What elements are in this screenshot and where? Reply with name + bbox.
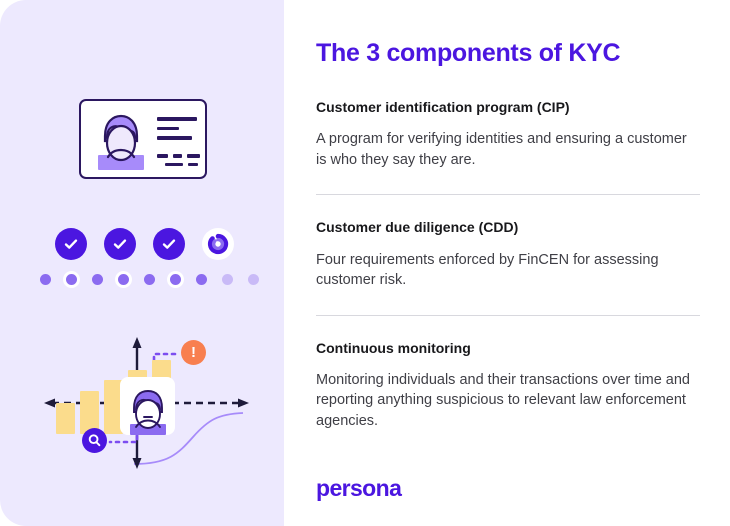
persona-logo: persona xyxy=(316,475,402,501)
id-dash xyxy=(157,154,168,158)
section-heading: Continuous monitoring xyxy=(316,339,471,356)
content-wrapper: The 3 components of KYC Customer identif… xyxy=(316,38,700,432)
progress-dot-ringed xyxy=(63,271,80,288)
page-title: The 3 components of KYC xyxy=(316,39,621,67)
section-continuous-monitoring: Continuous monitoring Monitoring individ… xyxy=(316,339,700,432)
section-heading: Customer due diligence (CDD) xyxy=(316,219,519,236)
id-dash-row xyxy=(157,162,201,166)
check-circle-icon xyxy=(104,228,136,260)
id-dash-row xyxy=(157,154,201,158)
bar xyxy=(56,403,75,434)
id-dash xyxy=(188,162,198,166)
progress-dot xyxy=(40,274,51,285)
id-text-lines xyxy=(157,117,199,146)
identity-card-illustration xyxy=(79,99,207,179)
section-cip: Customer identification program (CIP) A … xyxy=(316,98,700,170)
id-line xyxy=(157,136,192,140)
section-body: Four requirements enforced by FinCEN for… xyxy=(316,251,659,289)
bar xyxy=(80,391,99,434)
content-panel: The 3 components of KYC Customer identif… xyxy=(284,0,730,526)
id-line xyxy=(157,126,179,130)
id-dashed-lines xyxy=(157,154,201,171)
section-heading: Customer identification program (CIP) xyxy=(316,99,570,115)
progress-dot xyxy=(92,274,103,285)
exclamation-glyph: ! xyxy=(191,344,196,361)
monitored-person-avatar xyxy=(120,377,175,435)
id-portrait-icon xyxy=(95,111,147,170)
section-cdd: Customer due diligence (CDD) Four requir… xyxy=(316,218,700,290)
progress-dot xyxy=(248,274,259,285)
check-circle-icon xyxy=(55,228,87,260)
progress-dots-row xyxy=(40,271,259,288)
bar xyxy=(104,380,123,434)
progress-dot-ringed xyxy=(167,271,184,288)
id-dash xyxy=(165,162,183,166)
section-divider xyxy=(316,194,700,196)
illustration-panel: ! xyxy=(0,0,284,526)
section-divider xyxy=(316,314,700,316)
id-line xyxy=(157,117,197,121)
progress-dot xyxy=(144,274,155,285)
progress-dot-ringed xyxy=(115,271,132,288)
loading-spinner-icon xyxy=(202,228,234,260)
id-dash xyxy=(187,154,200,158)
monitoring-illustration: ! xyxy=(38,332,260,472)
section-body: A program for verifying identities and e… xyxy=(316,131,687,168)
section-body: Monitoring individuals and their transac… xyxy=(316,371,690,430)
progress-dot xyxy=(196,274,207,285)
alert-exclamation-icon: ! xyxy=(181,340,206,365)
progress-dot xyxy=(222,274,233,285)
id-dash xyxy=(173,154,182,158)
check-circle-icon xyxy=(153,228,185,260)
verification-checks-row xyxy=(55,228,234,260)
search-magnifier-icon xyxy=(82,428,107,453)
